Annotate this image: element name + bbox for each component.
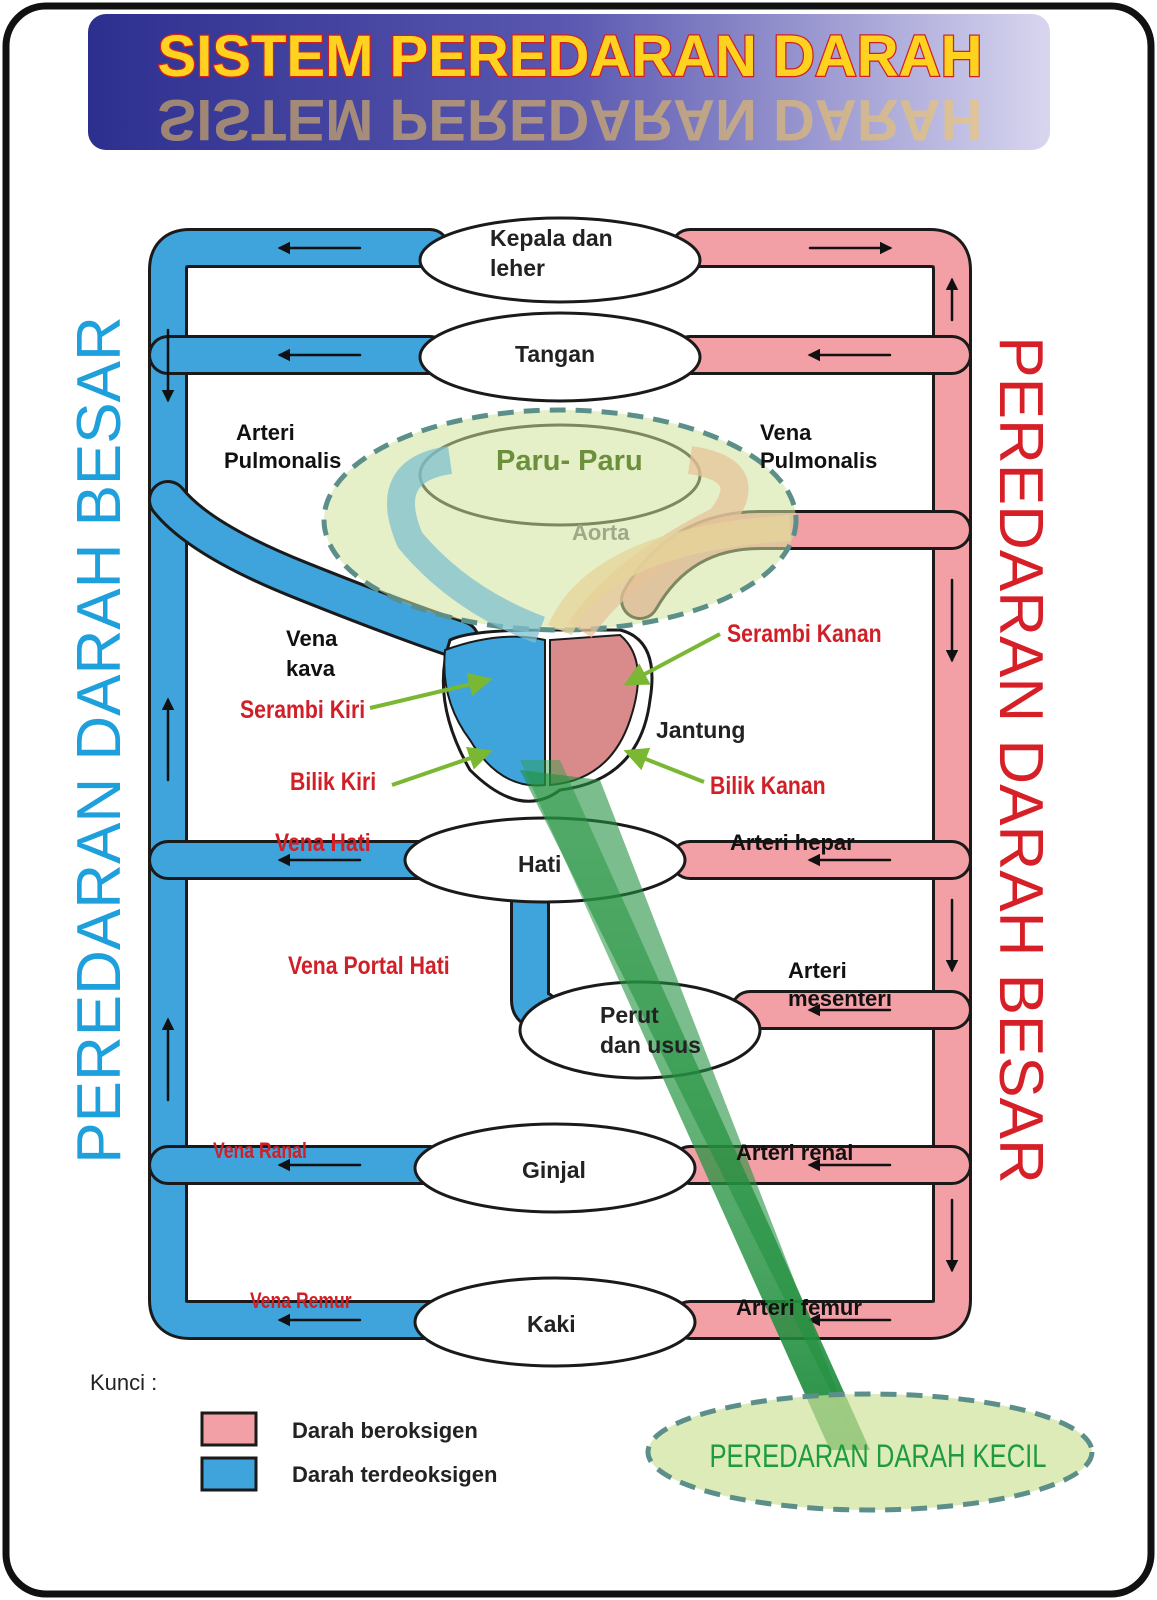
label-bilik-kanan: Bilik Kanan: [710, 771, 826, 799]
label-vena-kava-line2: kava: [286, 656, 336, 681]
label-gut-line1: Perut: [600, 1002, 659, 1028]
small-circulation-callout: PEREDARAN DARAH KECIL: [645, 1391, 1095, 1513]
label-bilik-kiri: Bilik Kiri: [290, 767, 376, 795]
title-banner: SISTEM PEREDARAN DARAH SISTEM PEREDARAN …: [88, 14, 1050, 152]
label-head-line2: leher: [490, 255, 545, 281]
pointer-arrows: [369, 632, 721, 787]
legend: Kunci : Darah beroksigen Darah terdeoksi…: [90, 1370, 497, 1492]
organ-head-neck: [418, 216, 702, 304]
label-heart: Jantung: [656, 717, 745, 743]
legend-title: Kunci :: [90, 1370, 157, 1395]
label-vena-remur: Vena Remur: [250, 1289, 352, 1313]
label-arteri-hepar: Arteri hepar: [730, 830, 855, 855]
label-vena-hati: Vena Hati: [275, 828, 371, 856]
label-vena-portal-hati: Vena Portal Hati: [288, 951, 450, 979]
page-title: SISTEM PEREDARAN DARAH: [158, 24, 983, 89]
organ-arms: [418, 311, 702, 403]
label-arteri-pulmonalis-line1: Arteri: [236, 420, 295, 445]
label-arms: Tangan: [515, 341, 595, 367]
label-vena-kava-line1: Vena: [286, 626, 338, 651]
label-arteri-renal: Arteri renal: [736, 1140, 853, 1165]
left-side-title: PEREDARAN DARAH BESAR: [65, 316, 134, 1164]
right-side-title: PEREDARAN DARAH BESAR: [986, 336, 1055, 1184]
small-circulation-beam-edge: [520, 770, 860, 1450]
label-arteri-mesenteri-line1: Arteri: [788, 958, 847, 983]
label-serambi-kanan: Serambi Kanan: [727, 619, 882, 647]
label-serambi-kiri: Serambi Kiri: [240, 695, 365, 723]
legend-label-oxygenated: Darah beroksigen: [292, 1418, 478, 1443]
legend-label-deoxygenated: Darah terdeoksigen: [292, 1462, 497, 1487]
label-legs: Kaki: [527, 1311, 576, 1337]
label-arteri-femur: Arteri femur: [736, 1295, 862, 1320]
label-aorta: Aorta: [572, 520, 630, 545]
legend-swatch-deoxygenated: [200, 1456, 258, 1492]
label-vena-ranal: Vena Ranal: [213, 1139, 307, 1163]
organ-kidney: [413, 1122, 697, 1214]
label-head-line1: Kepala dan: [490, 225, 613, 251]
label-arteri-mesenteri-line2: mesenteri: [788, 986, 892, 1011]
label-liver: Hati: [518, 851, 561, 877]
chamber-labels: Serambi Kanan Serambi Kiri Bilik Kiri Bi…: [213, 619, 882, 1313]
organ-legs: [413, 1276, 697, 1368]
label-kidney: Ginjal: [522, 1157, 586, 1183]
small-circulation-label: PEREDARAN DARAH KECIL: [709, 1439, 1046, 1474]
label-vena-pulmonalis-line1: Vena: [760, 420, 812, 445]
pulmonary-highlight: [321, 407, 799, 644]
title-reflection: SISTEM PEREDARAN DARAH: [158, 87, 983, 152]
label-lungs: Paru- Paru: [496, 445, 643, 477]
label-arteri-pulmonalis-line2: Pulmonalis: [224, 448, 341, 473]
vessel-labels: Arteri Pulmonalis Vena Pulmonalis Vena k…: [224, 420, 892, 1320]
organ-labels: Kepala dan leher Tangan Paru- Paru Aorta…: [490, 225, 745, 1337]
label-gut-line2: dan usus: [600, 1032, 701, 1058]
legend-swatch-oxygenated: [200, 1411, 258, 1447]
label-vena-pulmonalis-line2: Pulmonalis: [760, 448, 877, 473]
flow-arrows: [161, 241, 959, 1327]
